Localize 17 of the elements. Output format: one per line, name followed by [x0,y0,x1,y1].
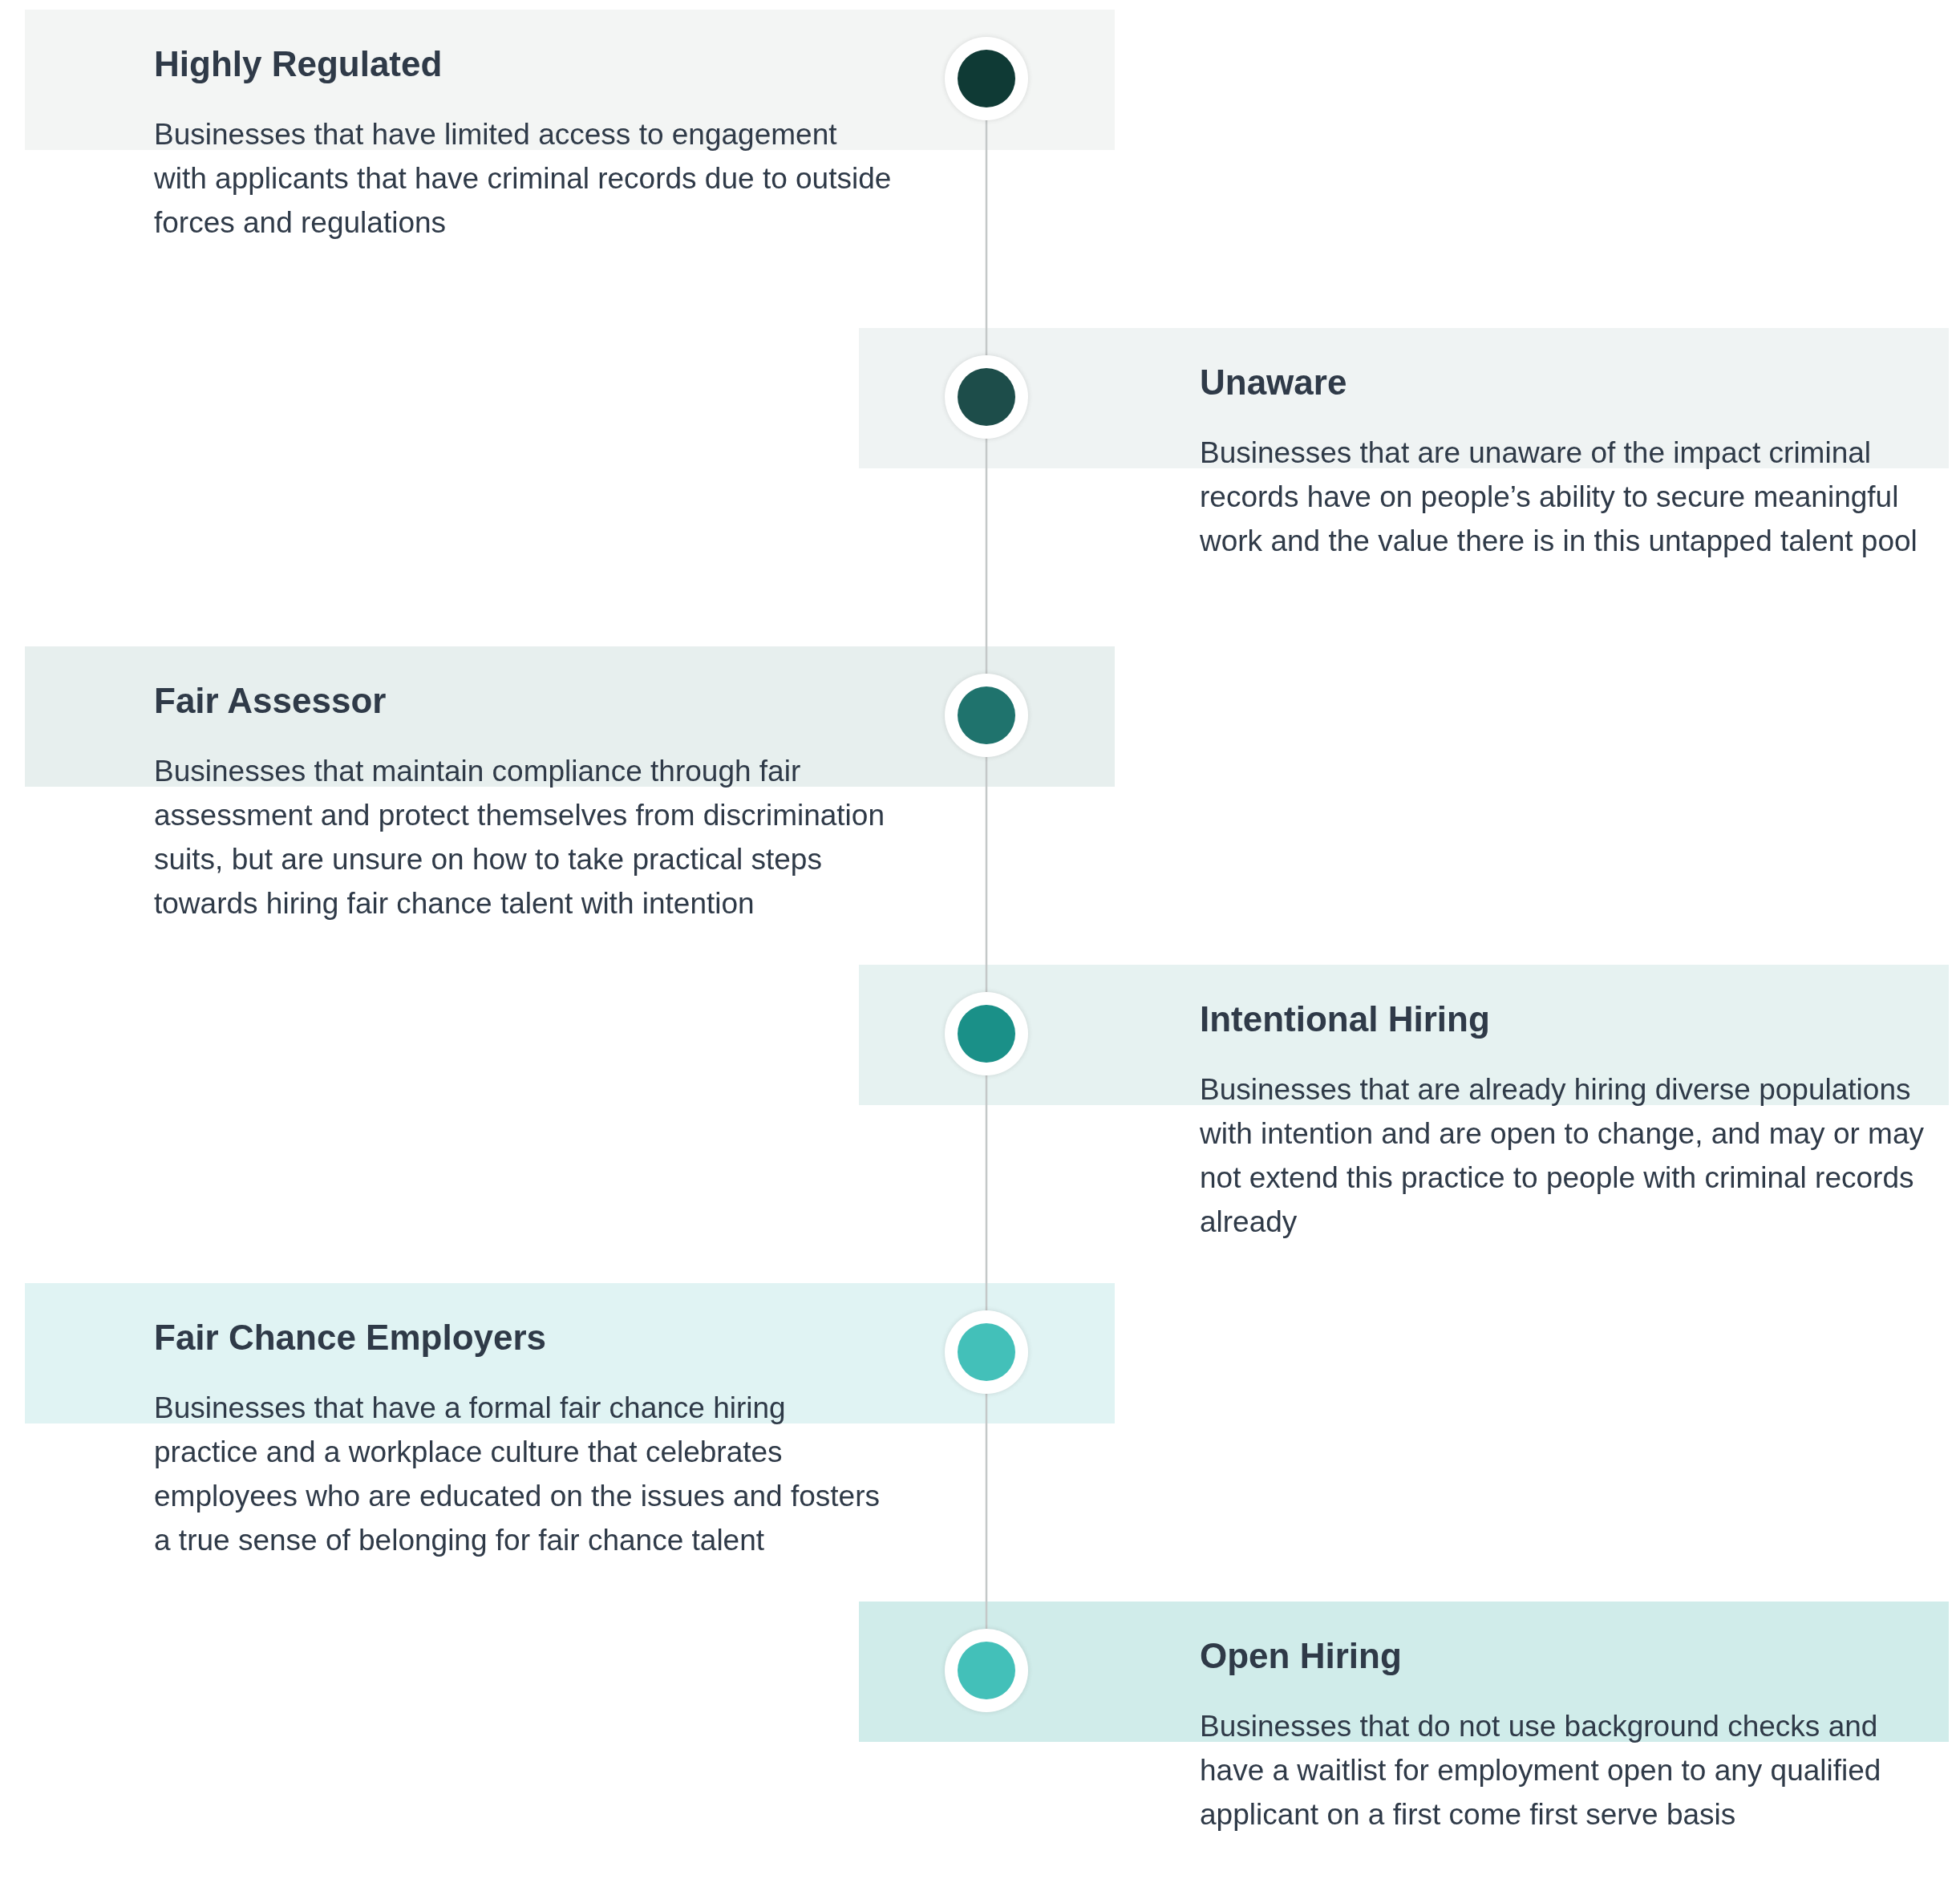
stage-description: Businesses that are unaware of the impact criminal records have on people’s ability to secure meaningful work and the value there is in this untapped talent pool [1200,435,1918,559]
connector-line [985,1075,988,1310]
stage-description: Businesses that have limited access to engagement with applicants that have criminal records due to outside forces and regulations [154,117,892,241]
stage-heading: Intentional Hiring [1200,998,1490,1040]
connector-line [985,120,988,355]
stage-heading: Highly Regulated [154,43,443,85]
stage-heading: Unaware [1200,362,1347,403]
stage-description: Businesses that have a formal fair chance hiring practice and a workplace culture that celebrates employees who are educated on the issues and fosters a true sense of belonging for fair chance talent [154,1391,881,1558]
connector-line [985,439,988,674]
stage-heading: Fair Assessor [154,680,387,722]
connector-line [985,1394,988,1629]
stage-heading: Open Hiring [1200,1635,1402,1677]
stage-heading: Fair Chance Employers [154,1317,547,1359]
connector-line [985,757,988,992]
stage-description: Businesses that are already hiring diverse populations with intention and are open to change, and may or may not extend this practice to people with criminal records already [1200,1072,1925,1240]
stage-description: Businesses that maintain compliance through fair assessment and protect themselves from discrimination suits, but are unsure on how to take practical steps towards hiring fair chance talent with intention [154,754,885,921]
stage-description: Businesses that do not use background checks and have a waitlist for employment open to any qualified applicant on a first come first serve basis [1200,1709,1882,1832]
